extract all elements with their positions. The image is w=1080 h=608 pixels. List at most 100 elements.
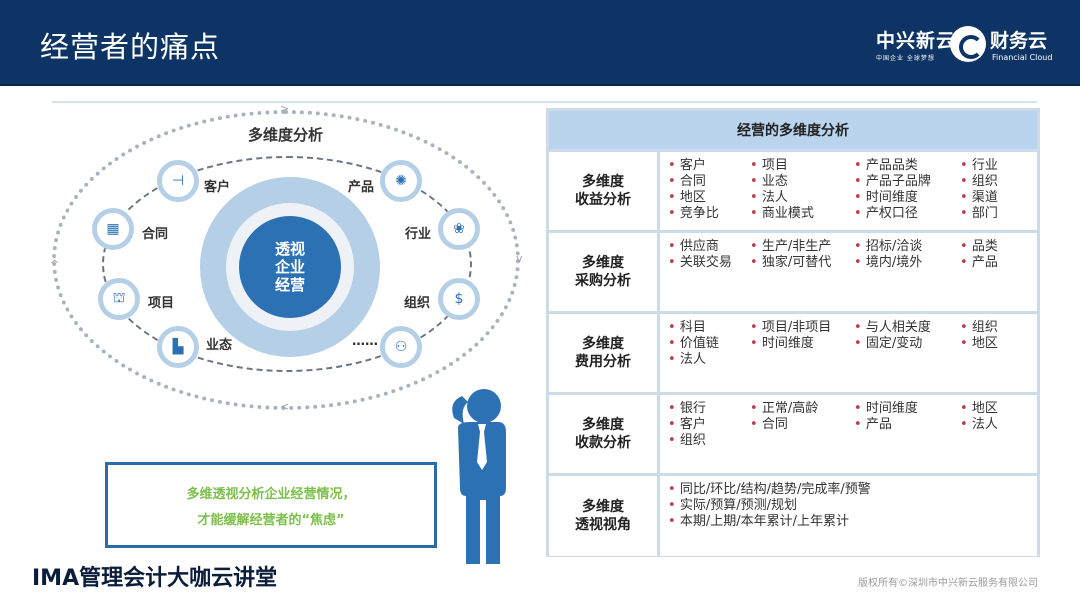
row-items: 银行客户组织 正常/高龄合同 时间维度产品 地区法人 [660, 395, 1037, 473]
node-label-product: 产品 [348, 180, 375, 195]
signpost-icon: ⊣ [157, 160, 199, 202]
list-item: 实际/预算/预测/规划 [668, 498, 968, 514]
row-label-line: 多维度 [582, 499, 624, 515]
row-label: 多维度 费用分析 [549, 314, 657, 392]
list-item: 法人 [750, 190, 854, 206]
row-label-line: 多维度 [582, 255, 624, 271]
row-label-line: 费用分析 [575, 354, 631, 370]
list-item: 时间维度 [854, 401, 960, 417]
row-label: 多维度 收益分析 [549, 152, 657, 230]
list-item: 境内/境外 [854, 255, 960, 271]
row-items: 客户合同地区竞争比 项目业态法人商业模式 产品品类产品子品牌时间维度产权口径 行… [660, 152, 1037, 230]
conclusion-line-1: 多维透视分析企业经营情况， [186, 487, 356, 502]
list-item: 同比/环比/结构/趋势/完成率/预警 [668, 482, 968, 498]
row-label-line: 多维度 [582, 174, 624, 190]
building-icon: ▦ [92, 208, 134, 250]
people-icon: ⚇ [380, 326, 422, 368]
chevron-up-icon: ^ [50, 258, 60, 271]
list-item: 合同 [668, 174, 750, 190]
list-item: 竞争比 [668, 206, 750, 222]
copyright: 版权所有©深圳市中兴新云服务有限公司 [858, 578, 1038, 589]
list-item: 地区 [668, 190, 750, 206]
list-item: 产权口径 [854, 206, 960, 222]
outer-dotted-ellipse [52, 110, 520, 410]
table-row: 多维度 透视视角 同比/环比/结构/趋势/完成率/预警实际/预算/预测/规划本期… [549, 476, 1037, 556]
row-label-line: 多维度 [582, 417, 624, 433]
node-label-organization: 组织 [404, 296, 431, 311]
tower-icon: ⛫ [98, 278, 140, 320]
node-label-customer: 客户 [204, 180, 231, 195]
list-item: 产品 [960, 255, 1010, 271]
logo-brand-en: Financial Cloud [992, 53, 1053, 62]
list-item: 合同 [750, 417, 854, 433]
list-item: 招标/洽谈 [854, 239, 960, 255]
multi-dimension-diagram: > < ^ v 多维度分析 透视 企业 经营 ⊣ 客户 ▦ 合同 ⛫ 项目 ▙ … [40, 100, 540, 420]
blocks-icon: ▙ [157, 326, 199, 368]
sale-badge-icon: ✺ [380, 160, 422, 202]
table-title: 经营的多维度分析 [549, 111, 1037, 149]
list-item: 科目 [668, 320, 750, 336]
row-label-line: 透视视角 [575, 517, 631, 533]
chevron-down-icon: v [516, 252, 523, 265]
coins-icon: $ [438, 278, 480, 320]
chevron-left-icon: < [280, 400, 290, 413]
node-label-industry: 行业 [405, 227, 432, 242]
list-item: 项目/非项目 [750, 320, 854, 336]
list-item: 地区 [960, 401, 1010, 417]
table-row: 多维度 收款分析 银行客户组织 正常/高龄合同 时间维度产品 地区法人 [549, 395, 1037, 473]
list-item: 商业模式 [750, 206, 854, 222]
row-label-line: 收益分析 [575, 192, 631, 208]
divider [52, 101, 1037, 103]
list-item: 独家/可替代 [750, 255, 854, 271]
list-item: 时间维度 [854, 190, 960, 206]
logo-company-name: 中兴新云 [876, 30, 957, 52]
company-logo: 中兴新云 中国企业 全球梦想 财务云 Financial Cloud [876, 24, 1066, 68]
list-item: 关联交易 [668, 255, 750, 271]
header-bar: 经营者的痛点 中兴新云 中国企业 全球梦想 财务云 Financial Clou… [0, 0, 1080, 86]
list-item: 组织 [668, 433, 750, 449]
row-label: 多维度 收款分析 [549, 395, 657, 473]
chevron-right-icon: > [280, 102, 290, 115]
thinking-person-icon [452, 389, 506, 564]
row-label-line: 收款分析 [575, 435, 631, 451]
list-item: 供应商 [668, 239, 750, 255]
list-item: 生产/非生产 [750, 239, 854, 255]
list-item: 价值链 [668, 336, 750, 352]
page-title: 经营者的痛点 [40, 30, 221, 64]
row-label: 多维度 透视视角 [549, 476, 657, 556]
row-items: 供应商关联交易 生产/非生产独家/可替代 招标/洽谈境内/境外 品类产品 [660, 233, 1037, 311]
list-item: 品类 [960, 239, 1010, 255]
list-item: 组织 [960, 174, 1010, 190]
list-item: 法人 [960, 417, 1010, 433]
node-label-more: …… [352, 334, 378, 349]
list-item: 产品品类 [854, 158, 960, 174]
list-item: 渠道 [960, 190, 1010, 206]
list-item: 银行 [668, 401, 750, 417]
center-text: 经营 [274, 276, 305, 294]
list-item: 正常/高龄 [750, 401, 854, 417]
list-item: 时间维度 [750, 336, 854, 352]
conclusion-line-2: 才能缓解经营者的“焦虑” [197, 513, 345, 528]
list-item: 产品子品牌 [854, 174, 960, 190]
row-label-line: 采购分析 [575, 273, 631, 289]
flower-icon: ❀ [438, 208, 480, 250]
list-item: 本期/上期/本年累计/上年累计 [668, 514, 968, 530]
row-label: 多维度 采购分析 [549, 233, 657, 311]
list-item: 固定/变动 [854, 336, 960, 352]
row-items: 同比/环比/结构/趋势/完成率/预警实际/预算/预测/规划本期/上期/本年累计/… [660, 476, 1037, 556]
table-row: 多维度 收益分析 客户合同地区竞争比 项目业态法人商业模式 产品品类产品子品牌时… [549, 152, 1037, 230]
analysis-table: 经营的多维度分析 多维度 收益分析 客户合同地区竞争比 项目业态法人商业模式 产… [546, 108, 1040, 557]
list-item: 部门 [960, 206, 1010, 222]
inner-dashed-ellipse [102, 156, 472, 372]
node-label-project: 项目 [148, 296, 175, 311]
list-item: 客户 [668, 158, 750, 174]
logo-brand-name: 财务云 [990, 30, 1048, 52]
list-item: 地区 [960, 336, 1010, 352]
list-item: 组织 [960, 320, 1010, 336]
table-row: 多维度 费用分析 科目价值链法人 项目/非项目时间维度 与人相关度固定/变动 组… [549, 314, 1037, 392]
list-item: 客户 [668, 417, 750, 433]
list-item: 与人相关度 [854, 320, 960, 336]
node-label-business-format: 业态 [206, 338, 233, 353]
cloud-swirl-icon [950, 26, 986, 62]
list-item: 法人 [668, 352, 750, 368]
